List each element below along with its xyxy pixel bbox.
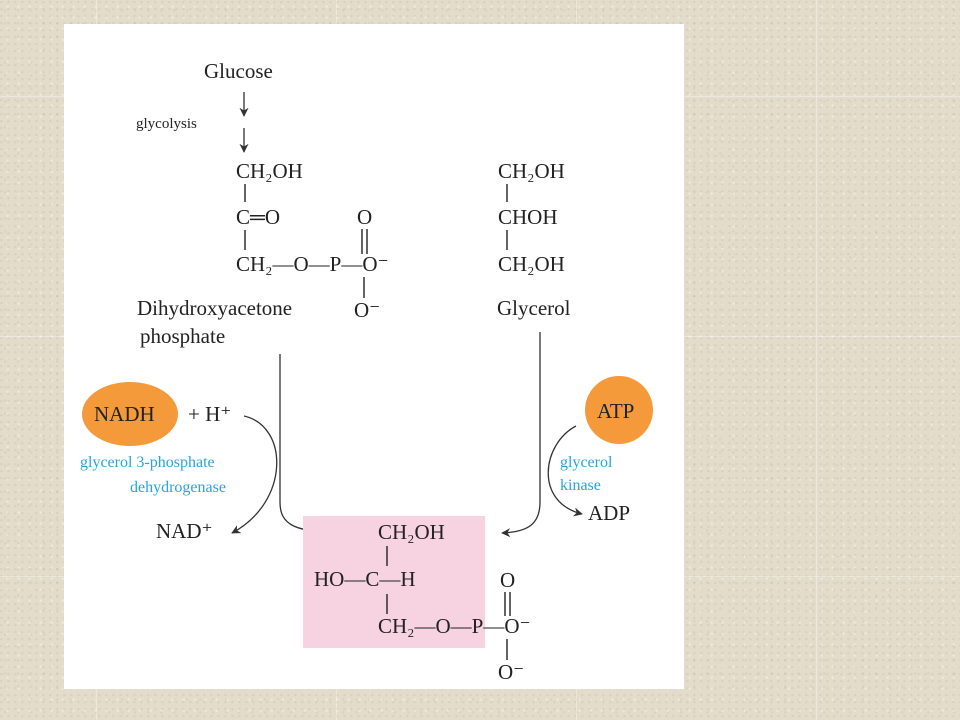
dhap-phosphate-o-top: O	[357, 205, 372, 229]
atp-cofactor-blob	[585, 376, 653, 444]
adp-label: ADP	[588, 501, 630, 525]
nadh-label: NADH	[94, 402, 155, 426]
product-phosphate-o-bottom: O⁻	[498, 660, 524, 684]
dhap-name-line1: Dihydroxyacetone	[137, 296, 292, 320]
enzyme-g3pdh-line1: glycerol 3-phosphate	[80, 454, 215, 471]
product-phosphate-o-top: O	[500, 568, 515, 592]
product-structure: CH₂OH HO—C—H CH₂—O—P—O⁻ O O⁻	[314, 520, 531, 684]
product-ch2oh: CH₂OH	[378, 520, 445, 544]
enzyme-g3pdh-line2: dehydrogenase	[130, 479, 226, 496]
product-phosphate-chain: CH₂—O—P—O⁻	[378, 614, 531, 638]
nadh-cofactor-blob	[82, 382, 178, 446]
nad-plus-label: NAD⁺	[156, 519, 213, 543]
glycerol-line1: CH₂OH	[498, 159, 565, 183]
dhap-phosphate-o-bottom: O⁻	[354, 298, 380, 322]
diagram-panel: Glucose glycolysis CH₂OH C═O CH₂—O—P—O⁻ …	[64, 24, 684, 689]
dhap-phosphate-chain: CH₂—O—P—O⁻	[236, 252, 389, 276]
glycerol-line2: CHOH	[498, 205, 558, 229]
enzyme-gk-line1: glycerol	[560, 454, 613, 471]
glycolysis-label: glycolysis	[136, 116, 197, 132]
dhap-carbonyl: C═O	[236, 205, 280, 229]
enzyme-gk-line2: kinase	[560, 477, 601, 494]
glycerol-line3: CH₂OH	[498, 252, 565, 276]
pathway-diagram: Glucose glycolysis CH₂OH C═O CH₂—O—P—O⁻ …	[80, 59, 653, 684]
atp-to-adp-arrow	[547, 425, 583, 517]
atp-label: ATP	[597, 399, 634, 423]
dhap-name-line2: phosphate	[140, 324, 225, 348]
product-middle: HO—C—H	[314, 567, 416, 591]
plus-h-label: + H⁺	[188, 402, 231, 426]
dhap-structure: CH₂OH C═O CH₂—O—P—O⁻ O O⁻ Dihydroxyaceto…	[137, 159, 389, 348]
nadh-to-nad-arrow	[231, 415, 278, 534]
glycerol-name: Glycerol	[497, 296, 571, 320]
glycerol-structure: CH₂OH CHOH CH₂OH Glycerol	[497, 159, 571, 320]
dhap-to-product-arrow	[279, 354, 345, 538]
dhap-ch2oh: CH₂OH	[236, 159, 303, 183]
glucose-label: Glucose	[204, 59, 273, 83]
glycerol-to-product-arrow	[501, 332, 541, 538]
product-highlight-box	[303, 516, 485, 648]
